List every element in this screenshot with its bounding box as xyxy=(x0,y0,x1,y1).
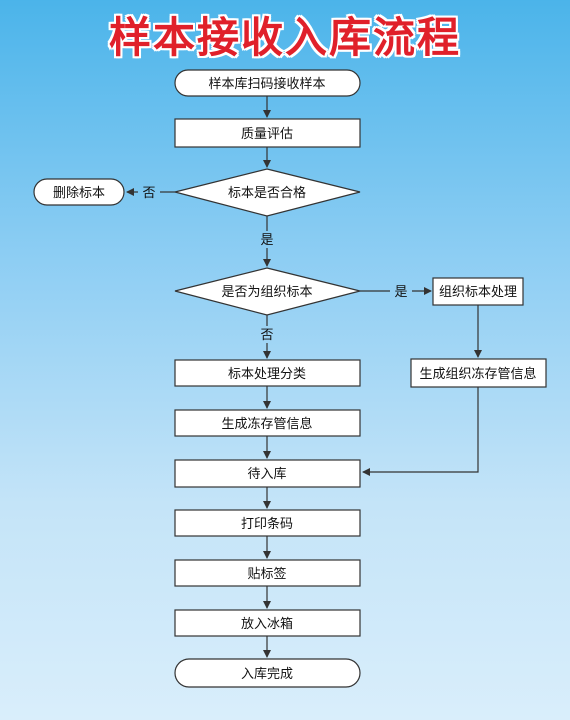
edge-label-no-2: 否 xyxy=(260,328,273,343)
node-tissue-label-shape xyxy=(410,358,547,388)
node-classify-label: 标本处理分类 xyxy=(228,367,306,382)
node-is-tissue-shape xyxy=(174,267,361,316)
node-tissue-label: 生成组织冻存管信息 xyxy=(410,358,547,388)
node-pending: 待入库 xyxy=(174,459,361,488)
node-is-tissue: 是否为组织标本 xyxy=(174,267,361,316)
edge-tissuelabel-pending xyxy=(362,387,479,476)
edge-label-no-1: 否 xyxy=(142,186,155,201)
node-tube-info: 生成冻存管信息 xyxy=(174,409,361,437)
node-quality-label: 质量评估 xyxy=(241,127,293,142)
node-receive: 样本库扫码接收样本 xyxy=(174,69,361,97)
node-tube-info-shape xyxy=(174,409,361,437)
node-tissue-label-label: 生成组织冻存管信息 xyxy=(419,366,536,382)
node-qualified-shape xyxy=(174,168,361,217)
node-tissue-process-shape xyxy=(432,277,524,306)
node-tissue-process-label: 组织标本处理 xyxy=(439,285,517,300)
node-qualified: 标本是否合格 xyxy=(174,168,361,217)
node-done: 入库完成 xyxy=(174,658,361,688)
node-fridge-label: 放入冰箱 xyxy=(241,616,293,632)
node-fridge-shape xyxy=(174,609,361,637)
node-print: 打印条码 xyxy=(174,509,361,537)
page-title: 样本接收入库流程 xyxy=(108,13,461,62)
node-is-tissue-label: 是否为组织标本 xyxy=(221,285,312,300)
node-pending-label: 待入库 xyxy=(247,466,286,482)
node-receive-shape xyxy=(174,69,361,97)
node-classify-shape xyxy=(174,359,361,387)
node-qualified-label: 标本是否合格 xyxy=(228,185,306,201)
node-delete-shape xyxy=(33,178,125,206)
node-fridge: 放入冰箱 xyxy=(174,609,361,637)
node-tissue-process: 组织标本处理 xyxy=(432,277,524,306)
edge-label-yes-2: 是 xyxy=(394,285,407,300)
node-classify: 标本处理分类 xyxy=(174,359,361,387)
node-print-label: 打印条码 xyxy=(241,516,293,532)
node-done-label: 入库完成 xyxy=(241,666,293,682)
node-done-shape xyxy=(174,658,361,688)
edges xyxy=(126,96,482,658)
edge-label-yes-1: 是 xyxy=(260,233,273,248)
node-tube-info-label: 生成冻存管信息 xyxy=(221,416,312,432)
node-stick-label: 贴标签 xyxy=(247,566,286,582)
node-stick-shape xyxy=(174,559,361,587)
node-pending-shape xyxy=(174,459,361,488)
node-delete: 删除标本 xyxy=(33,178,125,206)
node-print-shape xyxy=(174,509,361,537)
node-stick: 贴标签 xyxy=(174,559,361,587)
node-quality: 质量评估 xyxy=(174,118,361,148)
node-delete-label: 删除标本 xyxy=(53,186,105,201)
node-quality-shape xyxy=(174,118,361,148)
node-receive-label: 样本库扫码接收样本 xyxy=(208,76,325,92)
